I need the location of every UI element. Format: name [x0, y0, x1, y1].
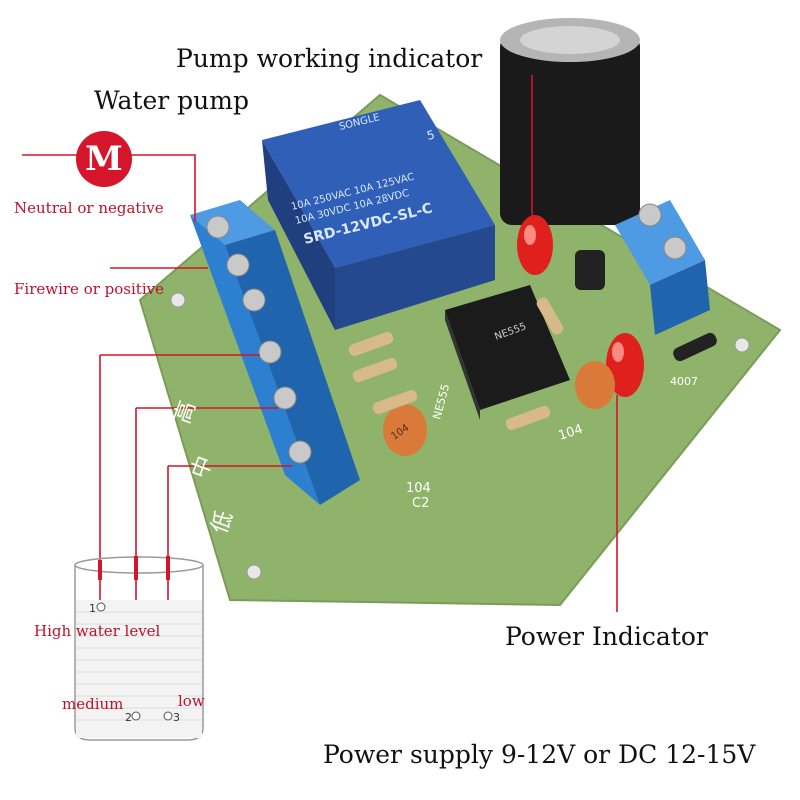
electrode-1: 1 [89, 602, 96, 615]
medium-label: medium [62, 695, 124, 713]
pump-led [517, 215, 553, 275]
power-led [606, 333, 644, 397]
ne555-chip [445, 285, 570, 420]
electrode-2: 2 [125, 711, 132, 724]
firewire-label: Firewire or positive [14, 280, 164, 298]
resistor [372, 389, 418, 415]
terminal-block-right [615, 200, 710, 335]
silk-c2: C2 [412, 496, 429, 511]
mount-hole [170, 292, 186, 308]
silk-4007: 4007 [670, 375, 698, 388]
mount-hole [734, 337, 750, 353]
transistor [575, 250, 605, 290]
relay-num: 5 [425, 127, 436, 142]
water-tank [74, 556, 204, 741]
electrolytic-capacitor [500, 18, 640, 225]
ceramic-capacitor [575, 361, 615, 409]
high-water-level-label: High water level [34, 622, 161, 640]
silk-104: 104 [557, 422, 585, 444]
resistor [352, 357, 398, 383]
silk-c2-val: 104 [406, 481, 431, 496]
resistor [348, 331, 394, 357]
pump-indicator-label: Pump working indicator [176, 44, 483, 73]
low-label: low [178, 692, 205, 710]
neutral-label: Neutral or negative [14, 199, 164, 217]
resistor [536, 297, 564, 335]
ceramic-capacitor [383, 404, 427, 456]
relay [262, 100, 495, 330]
electrode-3: 3 [173, 711, 180, 724]
diode [673, 332, 717, 362]
power-supply-label: Power supply 9-12V or DC 12-15V [323, 740, 756, 769]
resistor [505, 405, 551, 431]
mount-hole [246, 564, 262, 580]
power-indicator-label: Power Indicator [505, 622, 708, 651]
motor-icon: M [76, 131, 132, 187]
water-pump-label: Water pump [94, 86, 249, 115]
terminal-block-left [190, 200, 360, 505]
